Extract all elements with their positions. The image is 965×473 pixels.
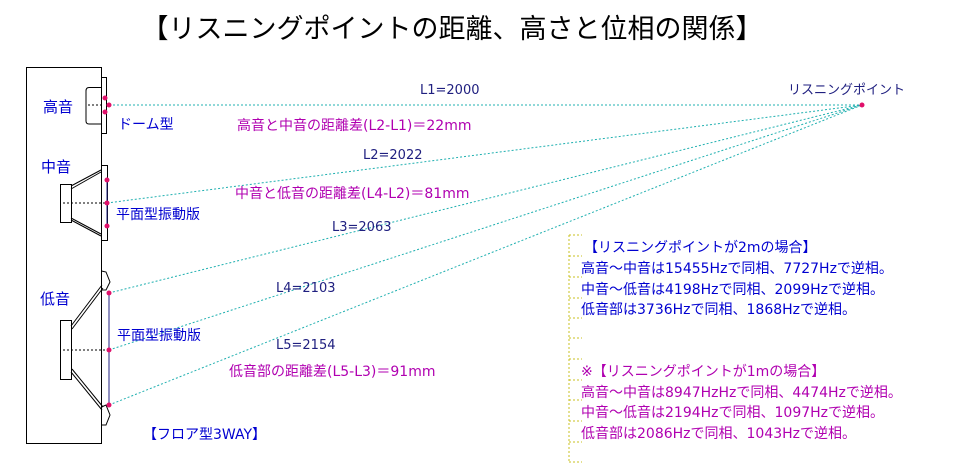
case-1m-line: 低音部は2086Hzで同相、1043Hzで逆相。 (581, 425, 856, 442)
case-2m-heading: 【リスニングポイントが2mの場合】 (584, 240, 817, 256)
case-1m-line: 高音～中音は8947HzHzで同相、4474Hzで逆相。 (581, 384, 902, 401)
low-type-label: 平面型振動版 (117, 328, 201, 344)
case-2m-line: 中音～低音は4198Hzで同相、2099Hzで逆相。 (581, 281, 884, 298)
distance-lines (106, 104, 863, 406)
tweeter-type-label: ドーム型 (118, 117, 174, 133)
diagram-title: 【リスニングポイントの距離、高さと位相の関係】 (142, 14, 763, 45)
low-diff: 低音部の距離差(L5-L3)＝91mm (229, 363, 435, 380)
note-margin (568, 234, 582, 463)
mid-label: 中音 (41, 158, 71, 176)
case-1m-heading: ※【リスニングポイントが1mの場合】 (581, 364, 825, 380)
l3-label: L3=2063 (332, 220, 392, 235)
tweeter-label: 高音 (43, 98, 73, 116)
cabinet-label: 【フロア型3WAY】 (143, 427, 266, 443)
case-1m-line: 中音～低音は2194Hzで同相、1097Hzで逆相。 (581, 404, 884, 421)
l4-label: L4=2103 (276, 281, 336, 296)
l1-label: L1=2000 (420, 83, 480, 98)
case-2m-line: 低音部は3736Hzで同相、1868Hzで逆相。 (581, 301, 856, 318)
cabinet (26, 67, 102, 444)
tweeter (85, 77, 107, 134)
listening-point-label: リスニングポイント (788, 83, 905, 98)
l2-label: L2=2022 (363, 148, 423, 163)
low-label: 低音 (40, 290, 70, 308)
case-2m-line: 高音～中音は15455Hzで同相、7727Hzで逆相。 (581, 260, 893, 277)
line-l3 (108, 104, 863, 294)
points (102, 95, 865, 408)
line-l5 (108, 104, 863, 406)
l5-label: L5=2154 (276, 338, 336, 353)
high-mid-diff: 高音と中音の距離差(L2-L1)＝22mm (237, 117, 471, 134)
line-l2 (106, 104, 863, 204)
mid-low-diff: 中音と低音の距離差(L4-L2)＝81mm (235, 185, 469, 202)
mid-driver (60, 165, 108, 241)
mid-type-label: 平面型振動版 (116, 207, 200, 223)
